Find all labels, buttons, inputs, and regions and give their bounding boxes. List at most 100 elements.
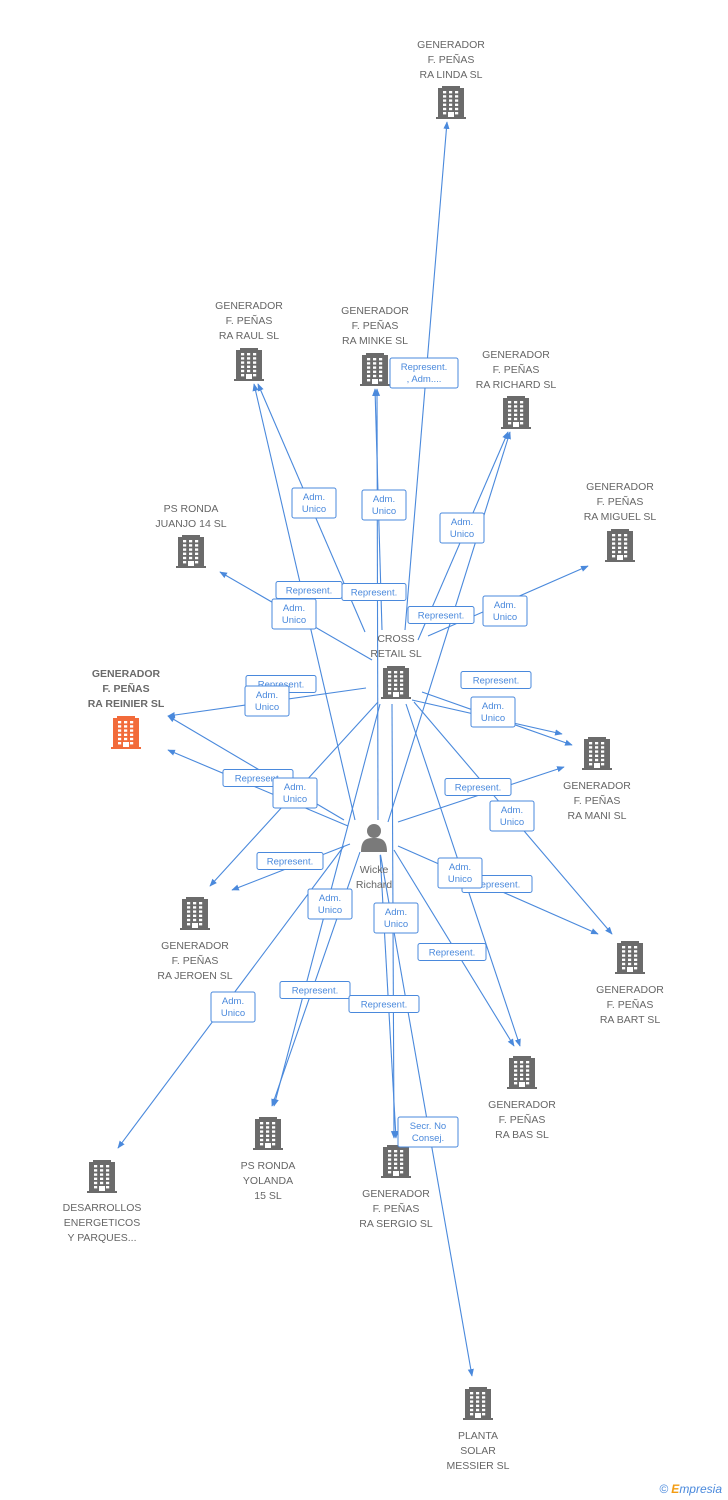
node-label: F. PEÑAS — [597, 495, 644, 508]
edge-label[interactable]: Adm.Unico — [291, 487, 337, 519]
node-label: RETAIL SL — [370, 648, 422, 660]
edge-label-text: Represent. — [292, 986, 338, 997]
edge-line — [167, 749, 349, 827]
edge-label-text: Unico — [302, 504, 326, 515]
edge-label[interactable]: Adm.Unico — [470, 696, 516, 728]
edge-label-text: Consej. — [412, 1133, 444, 1144]
edge-label[interactable]: Represent. — [348, 995, 420, 1013]
edge-label-text: Adm. — [222, 996, 244, 1007]
edge-label-text: Adm. — [319, 893, 341, 904]
edge-label[interactable]: Represent. — [407, 606, 475, 624]
edge-label[interactable]: Represent. — [460, 671, 532, 689]
node-label: Wicke — [360, 864, 389, 876]
edge-label[interactable]: Adm.Unico — [489, 800, 535, 832]
edge-wicke-to-reinier — [167, 749, 349, 827]
building-icon — [87, 1160, 117, 1193]
node-label: F. PEÑAS — [499, 1113, 546, 1126]
node-label: RA REINIER SL — [88, 698, 165, 710]
edge-label-text: Unico — [255, 702, 279, 713]
edge-label-box — [348, 995, 420, 1013]
edge-label[interactable]: Adm.Unico — [437, 857, 483, 889]
node-label: 15 SL — [254, 1190, 282, 1202]
node-label: RA RICHARD SL — [476, 379, 557, 391]
node-label: GENERADOR — [341, 305, 409, 317]
edge-label-text: Unico — [500, 817, 524, 828]
edge-label[interactable]: Represent. — [256, 852, 324, 870]
edge-label-box — [271, 598, 317, 630]
edge-label-box — [307, 888, 353, 920]
edge-label-text: Adm. — [501, 805, 523, 816]
edge-label-text: Adm. — [373, 494, 395, 505]
building-icon — [436, 86, 466, 119]
node-label: RA MIGUEL SL — [584, 511, 657, 523]
building-icon — [234, 348, 264, 381]
node-label: GENERADOR — [362, 1188, 430, 1200]
edge-label-box — [256, 852, 324, 870]
edge-label-text: Unico — [372, 506, 396, 517]
edge-label[interactable]: Adm.Unico — [361, 489, 407, 521]
node-label: MESSIER SL — [446, 1460, 509, 1472]
edge-label[interactable]: Represent. — [279, 981, 351, 999]
edge-label[interactable]: Represent. — [341, 583, 407, 601]
edge-label-text: Represent. — [418, 611, 464, 622]
node-label: F. PEÑAS — [607, 998, 654, 1011]
edge-label[interactable]: Represent. — [444, 778, 512, 796]
node-label: SOLAR — [460, 1445, 496, 1457]
node-label: RA BAS SL — [495, 1129, 549, 1141]
edge-label[interactable]: Adm.Unico — [210, 991, 256, 1023]
edge-label[interactable]: Represent. — [275, 581, 343, 599]
brand-initial: E — [671, 1482, 680, 1496]
node-label: RA BART SL — [600, 1014, 660, 1026]
node-label: YOLANDA — [243, 1175, 293, 1187]
node-label: F. PEÑAS — [428, 53, 475, 66]
node-label: Y PARQUES... — [67, 1232, 136, 1244]
edge-label[interactable]: Adm.Unico — [244, 685, 290, 717]
edge-label-box — [482, 595, 528, 627]
edge-label-box — [439, 512, 485, 544]
node-label: RA SERGIO SL — [359, 1218, 433, 1230]
building-icon — [582, 737, 612, 770]
edge-label-box — [470, 696, 516, 728]
edge-label-box — [361, 489, 407, 521]
node-label: GENERADOR — [215, 300, 283, 312]
edge-label-box — [444, 778, 512, 796]
edge-label[interactable]: Adm.Unico — [439, 512, 485, 544]
node-label: GENERADOR — [482, 349, 550, 361]
edge-label[interactable]: Adm.Unico — [272, 777, 318, 809]
edge-label-text: Adm. — [283, 603, 305, 614]
edge-label[interactable]: Represent., Adm.... — [389, 357, 459, 389]
edge-label-text: Represent. — [286, 586, 332, 597]
edge-label-text: Unico — [221, 1008, 245, 1019]
edge-label[interactable]: Adm.Unico — [307, 888, 353, 920]
node-label: GENERADOR — [417, 39, 485, 51]
building-icon — [381, 1145, 411, 1178]
building-icon — [381, 666, 411, 699]
building-icon — [463, 1387, 493, 1420]
edge-label[interactable]: Adm.Unico — [271, 598, 317, 630]
edge-label[interactable]: Adm.Unico — [482, 595, 528, 627]
edge-label[interactable]: Adm.Unico — [373, 902, 419, 934]
edge-label-text: Adm. — [303, 492, 325, 503]
edge-label-text: , Adm.... — [407, 374, 442, 385]
edge-label[interactable]: Represent. — [417, 943, 487, 961]
building-icon — [180, 897, 210, 930]
